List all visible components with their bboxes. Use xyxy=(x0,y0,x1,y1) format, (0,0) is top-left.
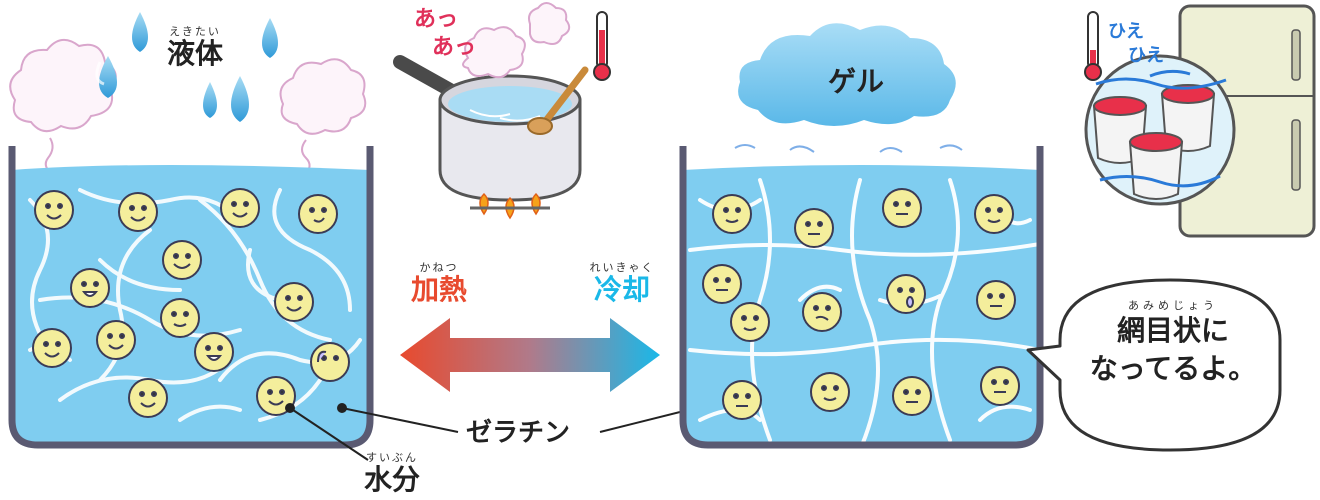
gelatin-molecules-gel xyxy=(702,188,1020,420)
liquid-label: えきたい 液体 xyxy=(150,26,240,70)
thermometer-cold-icon xyxy=(1084,11,1102,81)
pot-steam xyxy=(462,2,571,79)
water-text: 水分 xyxy=(363,463,420,496)
hot-text-2: あっ xyxy=(432,35,477,60)
gel-cloud xyxy=(738,23,956,127)
liquid-text: 液体 xyxy=(166,37,223,70)
reversible-arrow xyxy=(400,318,660,392)
heat-text: 加熱 xyxy=(410,273,467,306)
speech-bubble xyxy=(1026,278,1282,452)
water-ruby: すいぶん xyxy=(366,451,418,464)
liquid-container xyxy=(8,146,374,449)
cold-text-1: ひえ xyxy=(1108,21,1144,42)
thermometer-hot-icon xyxy=(593,11,611,81)
gel-label: ゲル xyxy=(827,65,884,98)
bubble-ruby: あみめじょう xyxy=(1128,299,1218,312)
cool-label: れいきゃく 冷却 xyxy=(582,262,662,306)
chilled-cups xyxy=(1084,54,1236,206)
heat-ruby: かねつ xyxy=(419,261,459,274)
water-label: すいぶん 水分 xyxy=(352,452,432,496)
cold-text-2: ひえ xyxy=(1128,45,1164,66)
bubble-text: あみめじょう 網目状に なってるよ。 xyxy=(1078,300,1268,388)
gelatin-label: ゼラチン xyxy=(466,418,571,448)
gel-container xyxy=(679,144,1044,449)
liquid-ruby: えきたい xyxy=(169,25,221,38)
steam-cloud-left xyxy=(9,39,117,175)
saucepan-icon xyxy=(393,55,589,220)
hot-text-1: あっ xyxy=(414,7,459,32)
bubble-line-1: 網目状に xyxy=(1116,314,1229,347)
steam-cloud-right xyxy=(279,58,367,177)
water-drops xyxy=(95,12,278,122)
heat-label: かねつ 加熱 xyxy=(404,262,474,306)
cool-ruby: れいきゃく xyxy=(589,261,655,274)
gelatin-molecules-liquid xyxy=(32,188,350,418)
bubble-line-2: なってるよ。 xyxy=(1089,352,1257,385)
cool-text: 冷却 xyxy=(593,273,650,306)
